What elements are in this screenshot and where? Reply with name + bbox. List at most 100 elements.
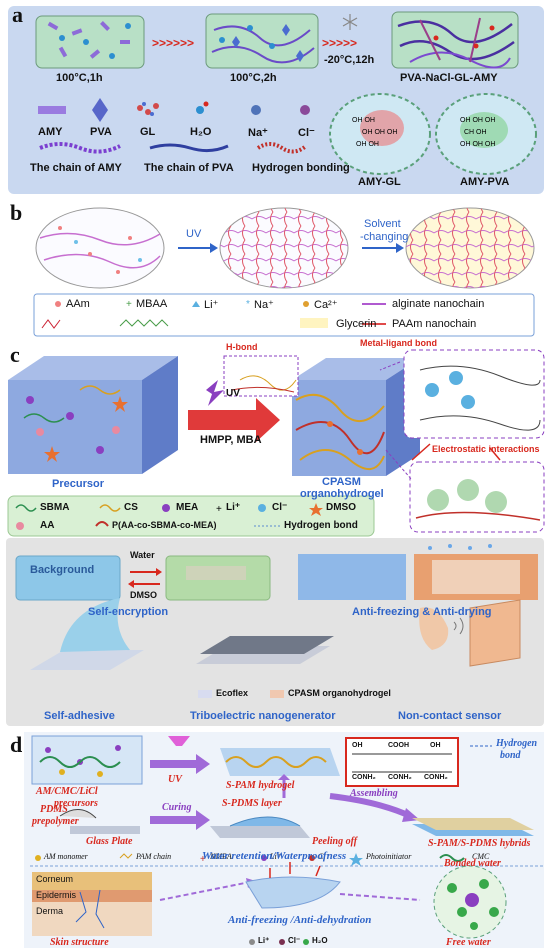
legend-glycerin: Glycerin: [336, 318, 377, 330]
assembling-arrow: [329, 793, 412, 819]
chem-conh2-1: CONH₂: [352, 774, 376, 781]
teng-top-layer: [200, 636, 334, 654]
legend-polymer: P(AA-co-SBMA-co-MEA): [112, 520, 217, 530]
zoom-amy-pva: OH OH OH CH OH OH OH OH: [435, 93, 537, 175]
step-label-2: 100°C,2h: [230, 72, 277, 84]
product-label-1: CPASM: [322, 476, 361, 488]
panel-d-label: d: [10, 732, 23, 757]
legend-cl: Cl⁻: [298, 127, 315, 139]
reagents-label: HMPP, MBA: [200, 434, 262, 446]
uv-lamp-icon: [168, 736, 190, 746]
arrow-solvent-label-2: -changing: [360, 231, 409, 243]
cpasm-label: CPASM organohydrogel: [288, 688, 391, 698]
spam-hydrogel-slab: [220, 748, 340, 776]
circle-uv: [219, 207, 349, 289]
skin-corneum: Corneum: [36, 874, 74, 884]
bottom-legend-li: Li⁺: [258, 936, 270, 945]
spdms-label: S-PDMS layer: [222, 798, 282, 809]
legend-cs: CS: [124, 502, 138, 513]
hbond-label: H-bond: [226, 342, 258, 352]
anti-freezing-d-label: Anti-freezing /Anti-dehydration: [228, 914, 372, 926]
skin-derma: Derma: [36, 906, 64, 916]
spdms-layer: [229, 816, 301, 827]
svg-text:>>>>>: >>>>>: [322, 36, 357, 50]
pdms-label-2: prepolymer: [32, 816, 79, 827]
hbond-label: Hydrogen bonding: [252, 162, 350, 174]
spam-hydrogel-label: S-PAM hydrogel: [226, 780, 295, 791]
background-label: Background: [30, 564, 95, 576]
step-label-1: 100°C,1h: [56, 72, 103, 84]
chem-oh-2: OH: [430, 742, 441, 749]
chain-icons: [39, 142, 308, 154]
curing-arrow: [150, 810, 210, 830]
legend-box: [33, 293, 535, 337]
panel-a-label: a: [12, 2, 23, 27]
legend-li: Li⁺: [226, 502, 241, 513]
svg-text:+: +: [216, 504, 222, 515]
product-label-2: organohydrogel: [300, 488, 384, 500]
bottom-legend-cl: Cl⁻: [288, 936, 301, 945]
encryption-film-1: [15, 555, 121, 601]
svg-text:OH OH: OH OH: [352, 117, 375, 124]
legend-b-icons: + *: [41, 299, 386, 329]
legend-cl: Cl⁻: [272, 502, 288, 513]
hand-icon: [419, 607, 449, 650]
precursor-label: Precursor: [52, 478, 104, 490]
chem-conh2-3: CONH₂: [424, 774, 448, 781]
beaker-2: [205, 13, 319, 69]
anti-freezing-film-1: [298, 554, 406, 600]
glass-plate: [70, 826, 140, 834]
legend-pva: PVA: [90, 126, 112, 138]
svg-text:OH OH OH: OH OH OH: [460, 117, 495, 124]
legend-pam-chain: PAM chain: [136, 852, 172, 861]
anti-freezing-label: Anti-freezing & Anti-drying: [352, 606, 492, 618]
step-label-3: -20°C,12h: [324, 54, 375, 66]
chain-pva-label: The chain of PVA: [144, 162, 234, 174]
legend-sbma: SBMA: [40, 502, 70, 513]
arrow-uv: [178, 243, 218, 253]
svg-text:*: *: [246, 299, 250, 310]
legend-alginate: alginate nanochain: [392, 298, 485, 310]
electrostatic-zoom: [409, 461, 545, 533]
svg-text:OH OH OH: OH OH OH: [362, 129, 397, 136]
legend-amy: AMY: [38, 126, 63, 138]
bottom-legend-icons: [249, 939, 309, 945]
self-encryption-label: Self-encryption: [88, 606, 169, 618]
arrow-uv-label: UV: [186, 228, 202, 240]
legend-am-monomer: AM monomer: [44, 852, 88, 861]
lightning-icon: [206, 380, 224, 406]
skin-structure: [32, 872, 152, 936]
arrow-solvent: [362, 243, 404, 253]
svg-text:OH OH OH: OH OH OH: [460, 141, 495, 148]
chem-box: [345, 737, 459, 787]
applications-diagram: [15, 544, 538, 698]
legend-nmba: NMBA: [210, 852, 232, 861]
legend-na: Na⁺: [254, 299, 274, 311]
dmso-label: DMSO: [130, 590, 157, 600]
svg-text:>>>>>>: >>>>>>: [152, 36, 194, 50]
legend-dmso: DMSO: [326, 502, 356, 513]
panel-b-diagram: + *: [33, 207, 535, 337]
chem-cooh: COOH: [388, 742, 409, 749]
legend-na: Na⁺: [248, 127, 268, 139]
circle-solvent: [405, 207, 535, 289]
pdms-label-1: PDMS: [40, 804, 68, 815]
legend-c-icons: +: [15, 503, 323, 530]
hydrogen-bond-label-2: bond: [500, 750, 521, 761]
legend-d-icons: +: [35, 853, 465, 866]
legend-li: Li⁺: [204, 299, 219, 311]
beaker-3: [391, 11, 519, 69]
precursors-label-2: precursors: [54, 798, 98, 809]
electrostatic-label: Electrostatic interactions: [432, 444, 540, 454]
panel-d: d +: [0, 732, 550, 951]
legend-hbond: Hydrogen bond: [284, 520, 358, 531]
legend-cmc: CMC: [472, 852, 490, 861]
legend-mea: MEA: [176, 502, 199, 513]
precursor-cube: [8, 356, 178, 474]
legend-c-box: [7, 495, 375, 537]
chem-conh2-2: CONH₂: [388, 774, 412, 781]
legend-aam: AAm: [66, 298, 90, 310]
beaker-1: [35, 15, 145, 69]
curing-label: Curing: [162, 802, 192, 813]
sensor-pad: [469, 599, 521, 667]
